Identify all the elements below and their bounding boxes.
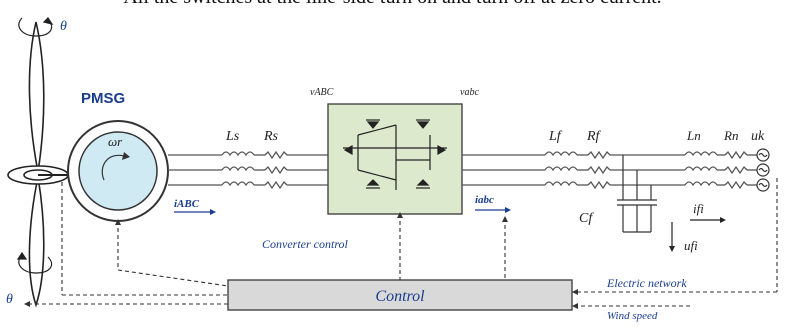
network-signal-arrowhead <box>572 289 578 295</box>
pmsg-label: PMSG <box>81 90 125 107</box>
omega-label: ωr <box>108 134 123 149</box>
converter-signal-arrowhead <box>397 212 403 218</box>
Rf-label: Rf <box>586 129 602 144</box>
electric-network-label: Electric network <box>606 276 687 290</box>
theta-signal-arrowhead <box>24 301 30 307</box>
turbine-blades <box>7 21 69 308</box>
Rs-label: Rs <box>263 129 279 144</box>
ufi-label: ufi <box>684 238 698 253</box>
stator-lines <box>168 150 328 190</box>
signal-lines <box>30 178 778 307</box>
rotor-arrow <box>101 154 125 181</box>
iABC-label: iABC <box>174 198 200 210</box>
converter-switches <box>343 119 447 190</box>
control-label: Control <box>375 288 425 305</box>
control-box <box>227 279 573 311</box>
ufi-arrowhead <box>669 246 675 252</box>
uk-label: uk <box>751 129 765 144</box>
wind-signal-arrowhead <box>572 303 578 309</box>
iabc-arrowhead <box>505 207 511 213</box>
vabc-label: vabc <box>460 87 479 98</box>
Ls-label: Ls <box>225 129 240 144</box>
vABC-label: vABC <box>310 87 334 98</box>
pmsg-signal-arrowhead <box>115 219 121 225</box>
iABC-arrowhead <box>210 209 216 215</box>
Ln-label: Ln <box>686 128 701 143</box>
iabc-label: iabc <box>475 194 494 206</box>
caption-text: All the switches at the line-side turn o… <box>0 0 785 9</box>
filter-capacitors <box>617 155 657 233</box>
converter-box <box>327 103 463 215</box>
iabc-signal-arrowhead <box>502 216 508 222</box>
rotation-arrows <box>16 17 54 274</box>
Rn-label: Rn <box>723 128 738 143</box>
converter-control-label: Converter control <box>262 237 349 251</box>
Cf-label: Cf <box>579 211 594 226</box>
grid-sources <box>756 148 770 192</box>
ifi-label: ifi <box>693 201 704 216</box>
ifi-arrowhead <box>720 217 726 223</box>
theta-label-top: θ <box>60 19 67 34</box>
wind-speed-label: Wind speed <box>607 310 658 322</box>
theta-label-bottom: θ <box>6 292 13 307</box>
grid-lines <box>462 150 757 190</box>
pmsg-rotor <box>78 131 158 211</box>
Lf-label: Lf <box>548 129 563 144</box>
rotor-arrowhead <box>122 152 130 160</box>
